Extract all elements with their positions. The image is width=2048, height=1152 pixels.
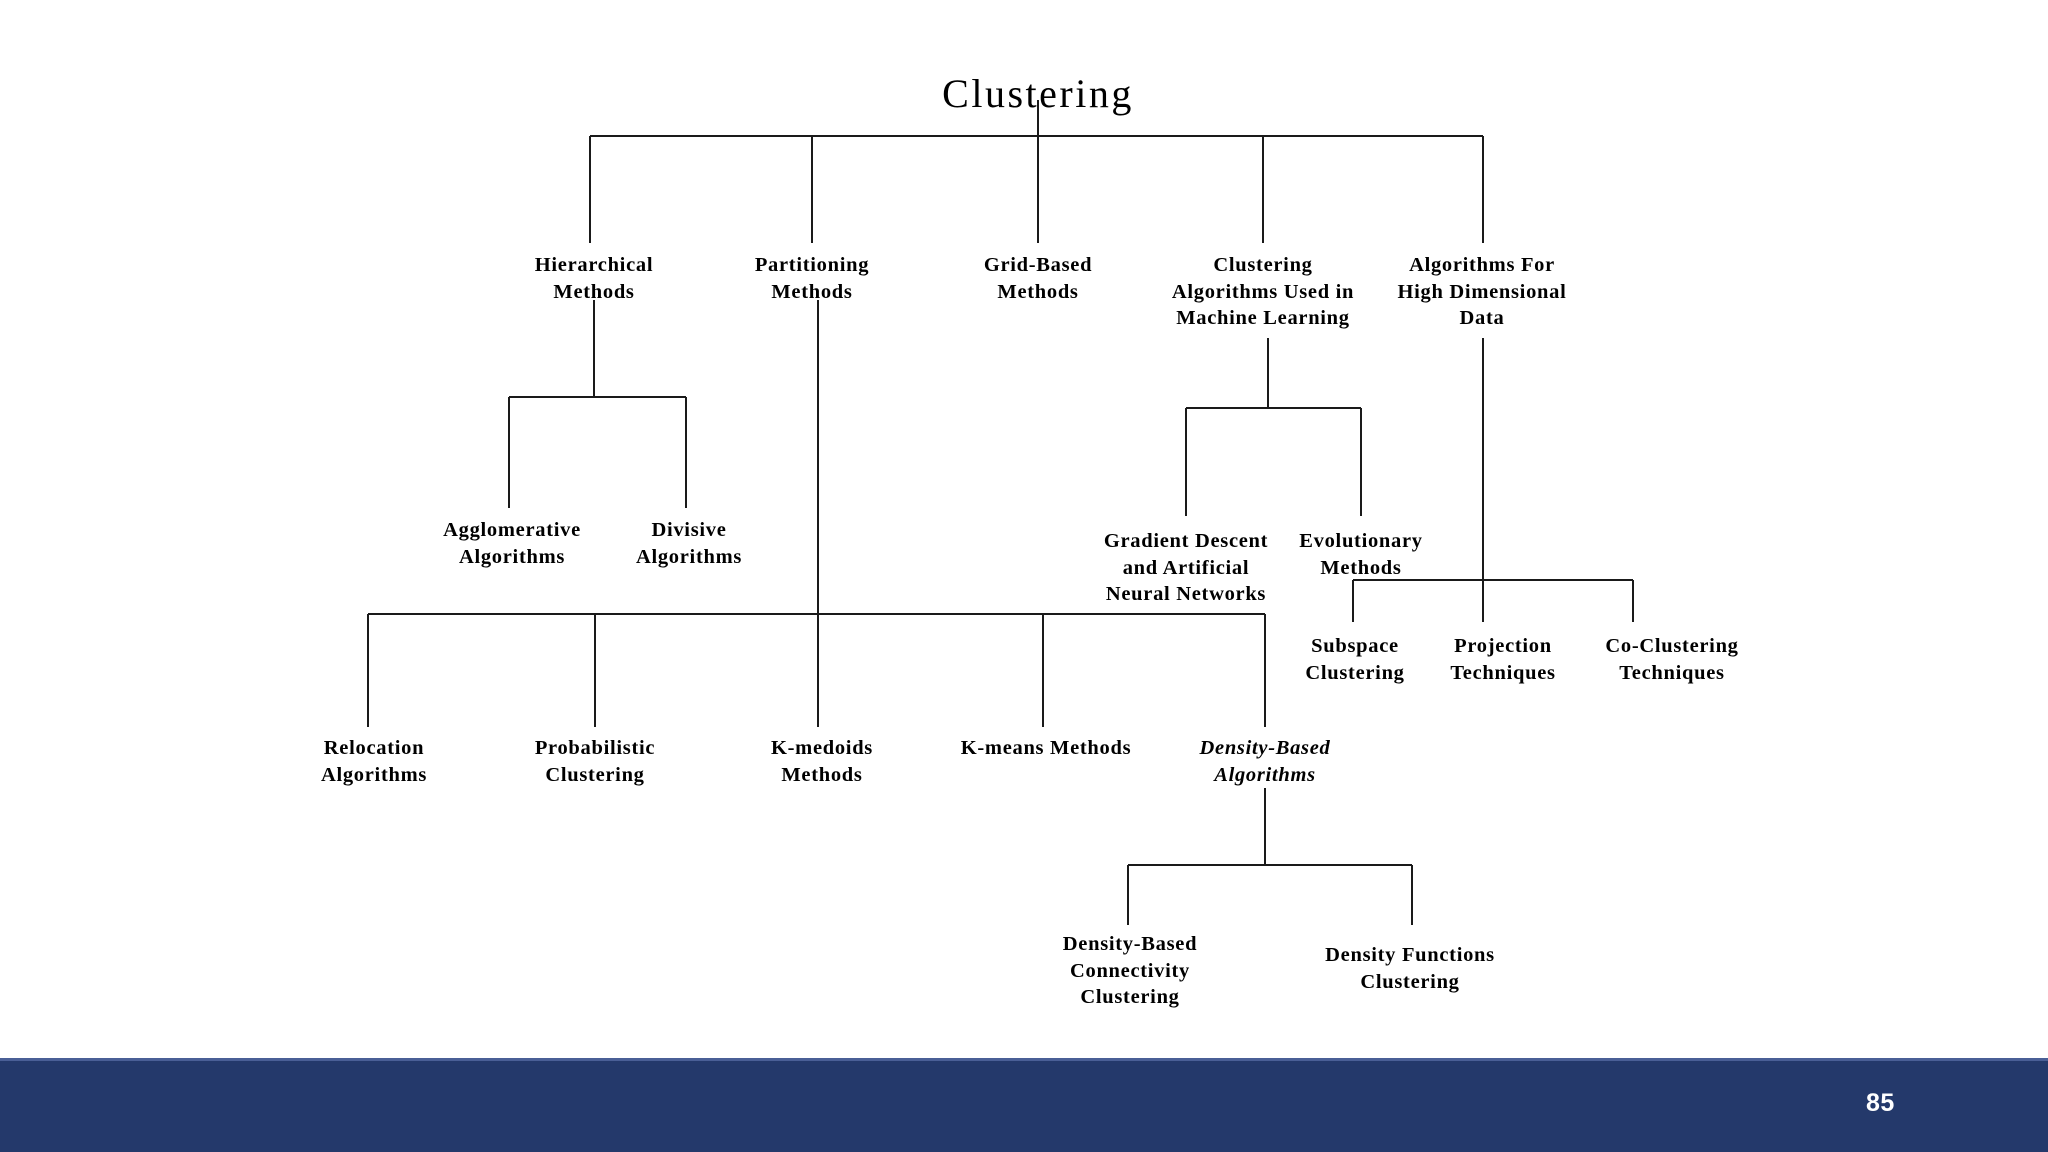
diagram-title: Clustering	[942, 71, 1134, 116]
node-evolutionary-methods: Evolutionary Methods	[1299, 530, 1423, 579]
node-high-dimensional-algorithms: Algorithms For High Dimensional Data	[1397, 254, 1567, 330]
node-probabilistic-clustering: Probabilistic Clustering	[534, 737, 656, 786]
node-k-means-methods: K-means Methods	[960, 737, 1132, 759]
node-k-medoids-methods: K-medoids Methods	[771, 737, 873, 786]
node-density-based-connectivity-clustering: Density-Based Connectivity Clustering	[1062, 933, 1198, 1009]
node-density-based-algorithms: Density-Based Algorithms	[1199, 737, 1331, 786]
node-partitioning-methods: Partitioning Methods	[754, 254, 870, 303]
node-projection-techniques: Projection Techniques	[1450, 635, 1556, 684]
node-density-functions-clustering: Density Functions Clustering	[1325, 944, 1495, 993]
connector-lines	[366, 100, 1635, 925]
node-divisive-algorithms: Divisive Algorithms	[635, 519, 743, 568]
node-agglomerative-algorithms: Agglomerative Algorithms	[443, 519, 581, 568]
node-grid-based-methods: Grid-Based Methods	[983, 254, 1093, 303]
slide-footer-bar: 85	[0, 1058, 2048, 1152]
slide-number: 85	[1866, 1089, 1895, 1117]
clustering-taxonomy-diagram: Clustering Hierarchical Methods Partitio…	[320, 71, 1739, 1009]
node-co-clustering-techniques: Co-Clustering Techniques	[1605, 635, 1739, 684]
node-ml-clustering-algorithms: Clustering Algorithms Used in Machine Le…	[1171, 254, 1355, 330]
node-relocation-algorithms: Relocation Algorithms	[320, 737, 428, 786]
node-hierarchical-methods: Hierarchical Methods	[534, 254, 654, 303]
node-gradient-descent-ann: Gradient Descent and Artificial Neural N…	[1103, 530, 1269, 606]
node-subspace-clustering: Subspace Clustering	[1305, 635, 1405, 684]
